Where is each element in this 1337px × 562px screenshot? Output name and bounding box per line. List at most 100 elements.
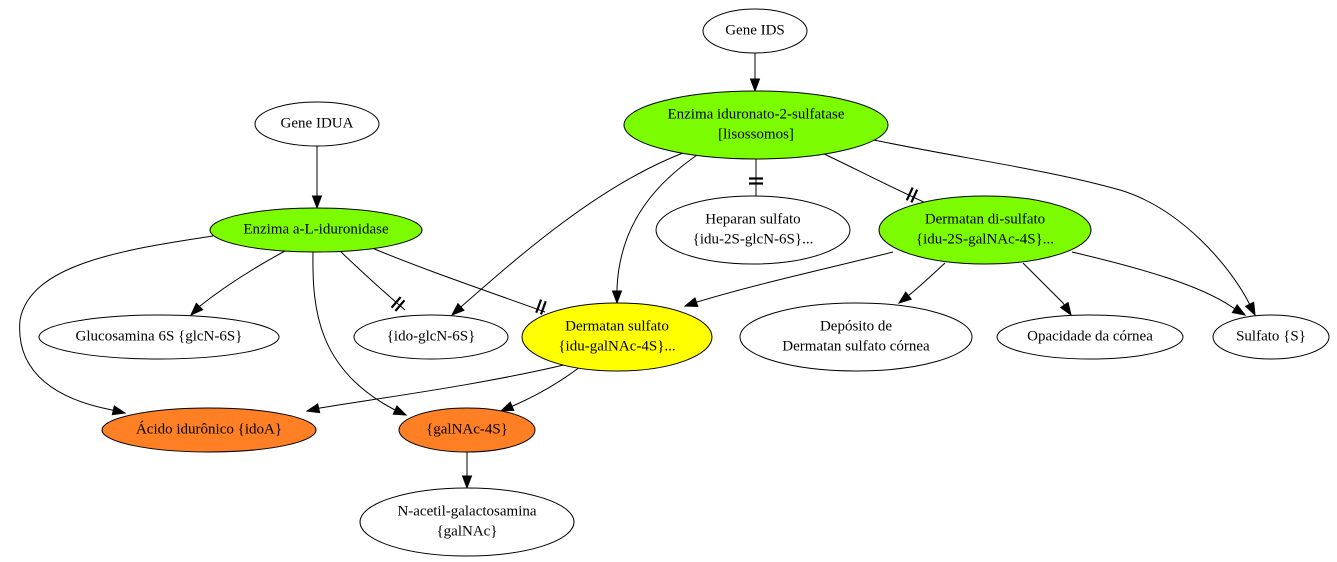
node-ellipse xyxy=(996,314,1184,360)
arrow-head xyxy=(1244,301,1256,317)
edge-enzima_ids-to-heparan xyxy=(749,159,763,196)
edge-dermatan_di-to-opacidade xyxy=(1022,262,1072,317)
inhibition-mark xyxy=(535,299,543,314)
edge-dermatan_di-to-dermatan xyxy=(683,251,894,308)
node-opacidade: Opacidade da córnea xyxy=(996,314,1184,360)
edges-layer xyxy=(19,53,1256,490)
node-acido: Ácido idurônico {idoA} xyxy=(101,407,317,453)
node-label: Enzima a-L-iduronidase xyxy=(243,221,389,237)
node-label: Gene IDS xyxy=(725,22,785,38)
node-label: {galNAc-4S} xyxy=(426,421,508,437)
edge-gene_ids-to-enzima_ids xyxy=(749,53,761,93)
arrow-head xyxy=(749,78,761,93)
arrow-head xyxy=(611,290,623,305)
arrow-head xyxy=(189,302,204,317)
edge-enzima_idua-to-glucosamina xyxy=(189,250,286,317)
arrow-head xyxy=(499,401,515,412)
node-label: Depósito de xyxy=(820,318,892,334)
node-heparan: Heparan sulfato {idu-2S-glcN-6S}... xyxy=(655,195,851,265)
edge-line xyxy=(19,235,214,414)
node-label: Ácido idurônico {idoA} xyxy=(136,420,282,437)
node-ellipse xyxy=(521,302,713,372)
node-label: Gene IDUA xyxy=(281,115,354,131)
edge-line xyxy=(500,366,581,412)
edge-line xyxy=(684,251,894,307)
node-gene-ids: Gene IDS xyxy=(702,8,808,54)
node-label: Dermatan sulfato córnea xyxy=(782,338,930,354)
edge-line xyxy=(873,139,1256,316)
node-ellipse xyxy=(353,314,509,360)
edge-gene_idua-to-enzima_idua xyxy=(311,146,323,210)
edge-enzima_idua-to-dermatan xyxy=(371,247,547,315)
edge-line xyxy=(451,152,684,316)
node-ellipse xyxy=(1212,314,1330,360)
edge-enzima_ids-to-dermatan_di xyxy=(821,152,931,206)
node-ellipse xyxy=(623,90,889,160)
edge-line xyxy=(190,250,286,316)
node-nacetil: N-acetil-galactosamina {galNAc} xyxy=(359,487,575,557)
arrow-head xyxy=(897,291,913,304)
node-deposito: Depósito de Dermatan sulfato córnea xyxy=(739,302,973,372)
node-label: {idu-galNAc-4S}... xyxy=(558,338,675,354)
edge-line xyxy=(371,247,546,313)
node-glucosamina: Glucosamina 6S {glcN-6S} xyxy=(38,314,280,360)
edge-line xyxy=(1071,251,1246,316)
node-sulfato: Sulfato {S} xyxy=(1212,314,1330,360)
node-ellipse xyxy=(359,487,575,557)
node-ellipse xyxy=(38,314,280,360)
arrow-head xyxy=(461,475,473,490)
node-ellipse xyxy=(254,101,380,147)
node-ellipse xyxy=(739,302,973,372)
inhibition-mark xyxy=(394,299,406,312)
node-ellipse xyxy=(209,207,423,253)
node-ellipse xyxy=(655,195,851,265)
arrow-head xyxy=(450,302,465,316)
edge-line xyxy=(616,152,701,303)
edge-dermatan_di-to-deposito xyxy=(897,262,946,304)
edge-enzima_idua-to-ido_glcn xyxy=(339,250,406,312)
node-label: Heparan sulfato xyxy=(705,211,800,227)
node-label: Dermatan sulfato xyxy=(565,318,669,334)
edge-line xyxy=(1022,262,1072,316)
node-dermatan-di: Dermatan di-sulfato{idu-2S-galNAc-4S}... xyxy=(878,195,1092,265)
arrow-head xyxy=(683,297,699,308)
node-ellipse xyxy=(702,8,808,54)
edge-dermatan_di-to-sulfato xyxy=(1071,251,1247,316)
arrow-head xyxy=(392,405,408,416)
node-label: {idu-2S-glcN-6S}... xyxy=(693,231,814,247)
edge-enzima_ids-to-sulfato xyxy=(873,139,1256,317)
inhibition-mark xyxy=(390,296,402,309)
node-ellipse xyxy=(101,407,317,453)
node-ellipse xyxy=(398,407,536,453)
node-enzima-ids: Enzima iduronato-2-sulfatase[lisossomos] xyxy=(623,90,889,160)
node-enzima-idua: Enzima a-L-iduronidase xyxy=(209,207,423,253)
node-ido-glcn: {ido-glcN-6S} xyxy=(353,314,509,360)
edge-line xyxy=(312,251,407,416)
node-label: Glucosamina 6S {glcN-6S} xyxy=(76,328,243,344)
edge-galnac4s-to-nacetil xyxy=(461,452,473,490)
edge-enzima_ids-to-ido_glcn xyxy=(450,152,684,316)
node-label: {ido-glcN-6S} xyxy=(387,328,476,344)
inhibition-mark xyxy=(905,187,914,201)
nodes-layer: Gene IDS Gene IDUA Enzima iduronato-2-sulf… xyxy=(38,8,1330,557)
arrow-head xyxy=(111,405,127,416)
edge-line xyxy=(339,250,406,311)
node-ellipse xyxy=(878,195,1092,265)
arrow-head xyxy=(311,195,323,210)
node-galnac4s: {galNAc-4S} xyxy=(398,407,536,453)
edge-enzima_idua-to-galnac4s xyxy=(312,251,408,416)
node-label: Dermatan di-sulfato xyxy=(925,211,1045,227)
node-dermatan: Dermatan sulfato {idu-galNAc-4S}... xyxy=(521,302,713,372)
node-label: [lisossomos] xyxy=(718,126,794,142)
node-label: Sulfato {S} xyxy=(1236,328,1306,344)
node-label: N-acetil-galactosamina xyxy=(397,503,536,519)
edge-dermatan-to-galnac4s xyxy=(499,366,581,412)
inhibition-mark xyxy=(910,189,919,203)
node-label: {galNAc} xyxy=(436,523,497,539)
node-label: Opacidade da córnea xyxy=(1027,328,1153,344)
node-gene-idua: Gene IDUA xyxy=(254,101,380,147)
inhibition-mark xyxy=(539,300,547,315)
arrow-head xyxy=(305,403,321,414)
edge-enzima_idua-to-acido xyxy=(19,235,214,416)
